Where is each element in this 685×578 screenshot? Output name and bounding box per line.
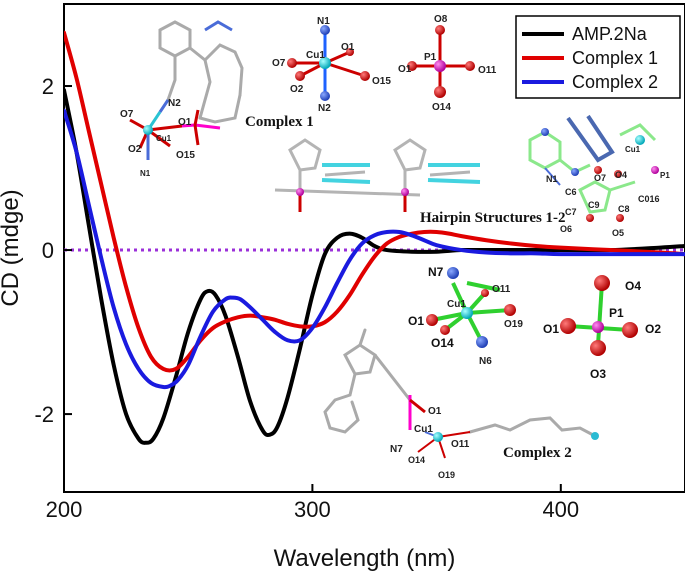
atom-label: Cu1 <box>447 299 466 310</box>
x-axis-title: Wavelength (nm) <box>274 545 456 572</box>
atom-label: O2 <box>645 322 661 336</box>
x-tick-label: 300 <box>294 497 331 522</box>
atom-label: O4 <box>625 279 641 293</box>
atom-label: O14 <box>431 336 454 350</box>
atom-label: O14 <box>432 102 451 113</box>
atom-label: O7 <box>594 173 606 183</box>
atom-label: O7 <box>272 58 286 69</box>
atom-label: C7 <box>565 207 577 217</box>
atom-label: N2 <box>168 98 181 109</box>
atom-label: O15 <box>372 76 391 87</box>
atom-label: O1 <box>398 64 412 75</box>
atom-label: O8 <box>434 14 448 25</box>
atom-label: C8 <box>618 204 630 214</box>
atom-label: Cu1 <box>306 50 325 61</box>
complex2-caption: Complex 2 <box>503 445 572 461</box>
atom-label: O1 <box>341 42 355 53</box>
y-tick-label: 2 <box>42 74 54 99</box>
complex1-structure-small: O7 N2 O1 Cu1 O2 O15 N1 Complex 1 <box>120 20 314 178</box>
atom-label: O19 <box>504 319 523 330</box>
series-line-3 <box>64 108 685 390</box>
atom-label: C016 <box>638 194 660 204</box>
y-axis-title: CD (mdge) <box>0 189 24 306</box>
legend-label: Complex 1 <box>572 48 658 68</box>
complex1-caption: Complex 1 <box>245 114 314 130</box>
series-line-2 <box>64 30 685 373</box>
atom-label: Cu1 <box>156 134 172 143</box>
atom-label: O1 <box>543 322 559 336</box>
atom-label: N1 <box>140 169 151 178</box>
plot-frame <box>63 3 685 493</box>
hairpin-atom-diagram: N1 C6 O7 O4 Cu1 P1 C016 C7 C9 C8 O6 O5 <box>528 114 670 238</box>
atom-label: N2 <box>318 103 331 114</box>
x-tick-label: 400 <box>542 497 579 522</box>
hairpin-caption: Hairpin Structures 1-2 <box>420 210 566 226</box>
atom-label: N7 <box>428 265 444 279</box>
legend-label: Complex 2 <box>572 72 658 92</box>
atom-label: O11 <box>478 65 497 76</box>
atom-label: O6 <box>560 224 572 234</box>
atom-label: O5 <box>612 228 624 238</box>
complex1-cu-center: N1 Cu1 O1 O7 O2 O15 N2 <box>272 16 391 114</box>
atom-label: O15 <box>176 150 195 161</box>
atom-label: O11 <box>492 284 511 295</box>
atom-label: P1 <box>424 52 437 63</box>
atom-label: C6 <box>565 187 577 197</box>
complex1-p-center: O8 P1 O1 O11 O14 <box>398 14 497 113</box>
atom-label: O1 <box>178 117 192 128</box>
atom-label: N1 <box>546 174 558 184</box>
complex2-cu-center: N7 O11 Cu1 O1 O19 O14 N6 <box>408 265 523 367</box>
atom-label: O11 <box>451 439 470 450</box>
y-tick-label: -2 <box>34 402 54 427</box>
y-tick-label: 0 <box>42 238 54 263</box>
atom-label: Cu1 <box>625 145 641 154</box>
atom-label: O2 <box>128 144 142 155</box>
atom-label: O19 <box>438 470 455 480</box>
atom-label: O7 <box>120 109 134 120</box>
hairpin-structures: Hairpin Structures 1-2 <box>274 138 566 226</box>
atom-label: C9 <box>588 200 600 210</box>
atom-label: P1 <box>660 171 670 180</box>
atom-label: P1 <box>609 306 624 320</box>
atom-label: O1 <box>408 314 424 328</box>
atom-label: O4 <box>615 170 627 180</box>
complex2-structure-small: O1 Cu1 O11 N7 O14 O19 Complex 2 <box>323 328 599 480</box>
atom-label: O1 <box>428 406 442 417</box>
x-tick-label: 200 <box>46 497 83 522</box>
legend-label: AMP.2Na <box>572 24 648 44</box>
atom-label: O2 <box>290 84 304 95</box>
atom-label: Cu1 <box>414 424 433 435</box>
atom-label: N1 <box>317 16 330 27</box>
atom-label: O3 <box>590 367 606 381</box>
atom-label: O14 <box>408 455 425 465</box>
atom-label: N7 <box>390 444 403 455</box>
complex2-p-center: O4 P1 O1 O2 O3 <box>543 275 661 381</box>
series-line-1 <box>64 88 685 445</box>
atom-label: N6 <box>479 356 492 367</box>
